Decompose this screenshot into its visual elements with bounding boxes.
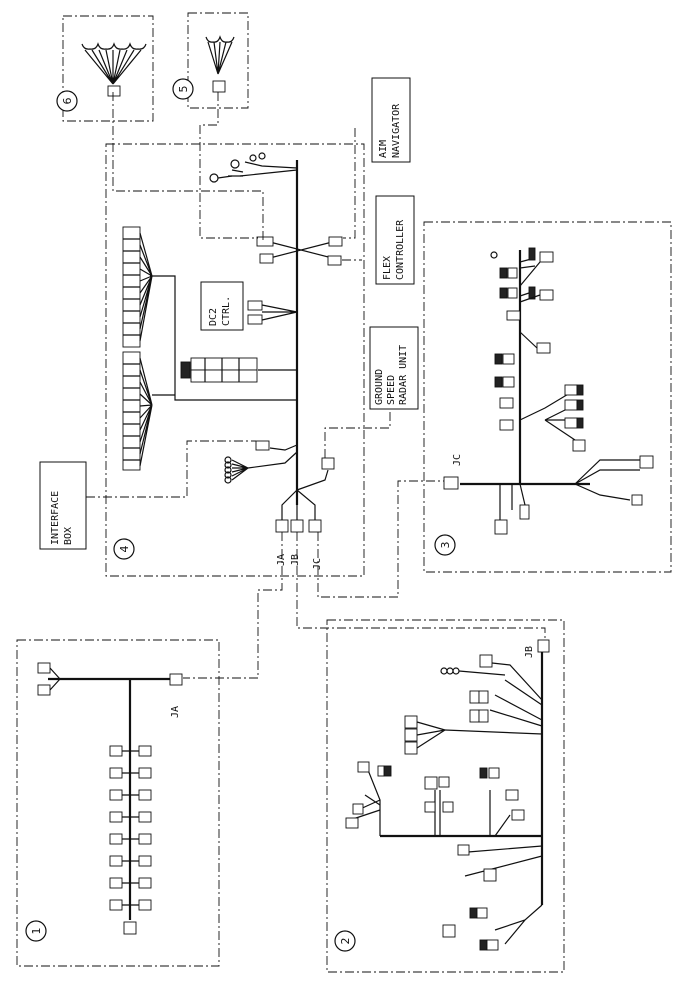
junction-jb-label: JB (290, 554, 301, 566)
harness-6-boundary (62, 15, 154, 122)
harness-number-5[interactable]: 5 (172, 78, 194, 100)
interface-box[interactable]: INTERFACE BOX (39, 461, 87, 550)
ground-speed-radar-box[interactable]: GROUND SPEED RADAR UNIT (369, 326, 419, 410)
interface-box-label-1: INTERFACE (50, 491, 61, 545)
ground-speed-label-3: RADAR UNIT (398, 345, 409, 405)
junction-ja-label: JA (276, 554, 287, 566)
harness-6-drawing (81, 42, 147, 97)
harness-number-6[interactable]: 6 (56, 90, 78, 112)
aim-navigator-label-1: AIM (378, 140, 389, 158)
flex-controller-label-2: CONTROLLER (395, 219, 406, 280)
ground-speed-label-2: SPEED (386, 375, 397, 405)
harness-number-4-text: 4 (118, 546, 131, 553)
flex-controller-box[interactable]: FLEX CONTROLLER (375, 195, 415, 285)
dc2-ctrl-label-2: CTRL. (221, 296, 232, 326)
dc2-ctrl-label-1: DC2 (208, 308, 219, 326)
harness-1-drawing (37, 662, 183, 935)
harness-4-drawing (122, 152, 343, 533)
harness-1-boundary (16, 639, 220, 967)
harness-number-6-text: 6 (61, 98, 74, 105)
interface-box-label-2: BOX (63, 527, 74, 545)
harness-number-1[interactable]: 1 (25, 920, 47, 942)
ground-speed-label-1: GROUND (374, 369, 385, 405)
harness-3-boundary (423, 221, 672, 573)
flex-controller-label-1: FLEX (382, 256, 393, 280)
interconnect-lines (86, 92, 546, 679)
harness-number-2-text: 2 (339, 938, 352, 945)
harness-number-5-text: 5 (177, 86, 190, 93)
harness-number-2[interactable]: 2 (334, 930, 356, 952)
harness-5-drawing (205, 35, 235, 93)
harness-2-boundary (326, 619, 565, 973)
harness-2-jb-label: JB (524, 646, 535, 658)
harness-3-drawing (443, 247, 654, 535)
dc2-ctrl-box[interactable]: DC2 CTRL. (200, 281, 244, 331)
harness-1-ja-label: JA (170, 706, 181, 718)
junction-jc-label: JC (312, 558, 323, 570)
harness-number-3[interactable]: 3 (434, 534, 456, 556)
harness-2-drawing (345, 639, 550, 951)
aim-navigator-box[interactable]: AIM NAVIGATOR (371, 77, 411, 163)
harness-5-boundary (187, 12, 249, 109)
harness-number-4[interactable]: 4 (113, 538, 135, 560)
harness-4-boundary (105, 143, 365, 577)
aim-navigator-label-2: NAVIGATOR (391, 103, 402, 158)
harness-number-3-text: 3 (439, 542, 452, 549)
harness-3-jc-label: JC (452, 454, 463, 466)
harness-number-1-text: 1 (30, 928, 43, 935)
